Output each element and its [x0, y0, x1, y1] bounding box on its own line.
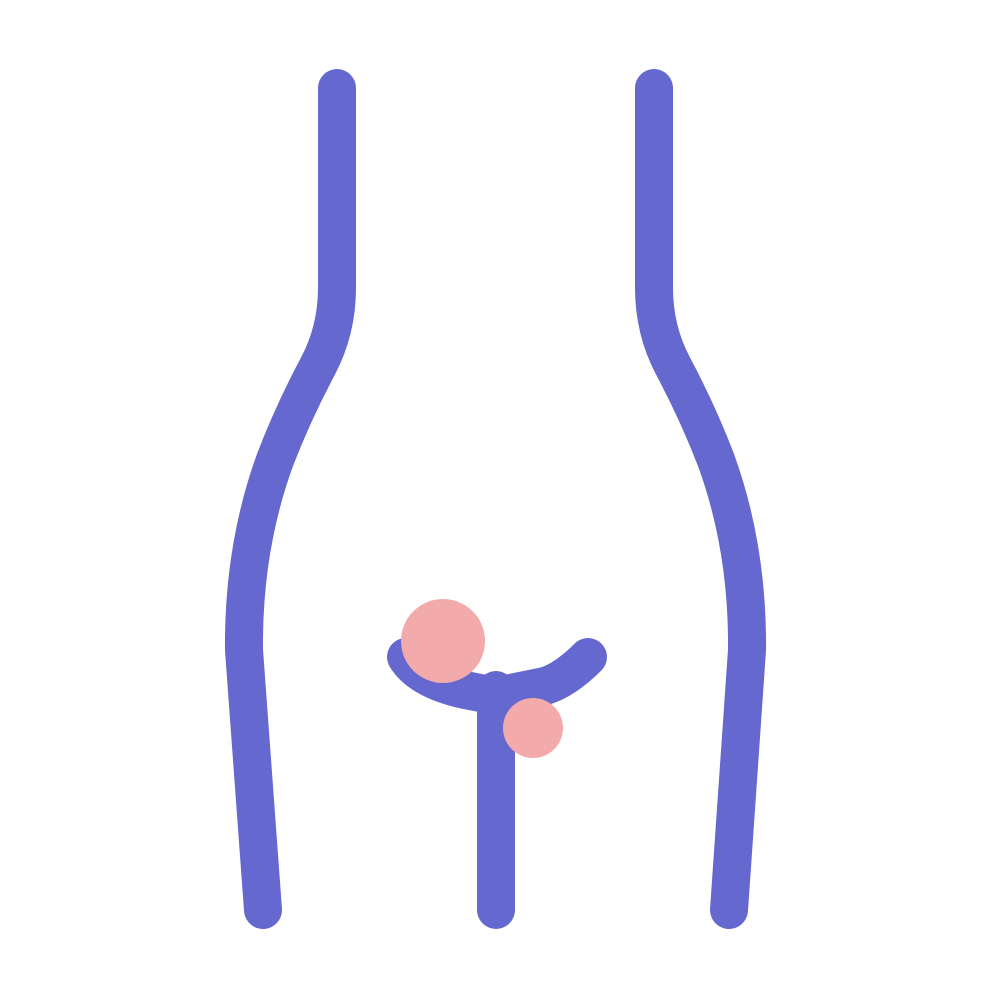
ovaries — [401, 599, 563, 758]
uterus-shape — [387, 638, 607, 929]
body-outline — [224, 69, 767, 929]
right-fallopian-tube — [477, 638, 607, 715]
right-ovary — [503, 698, 563, 758]
right-hip-contour — [635, 69, 767, 929]
left-ovary — [401, 599, 485, 683]
left-hip-contour — [224, 69, 356, 929]
